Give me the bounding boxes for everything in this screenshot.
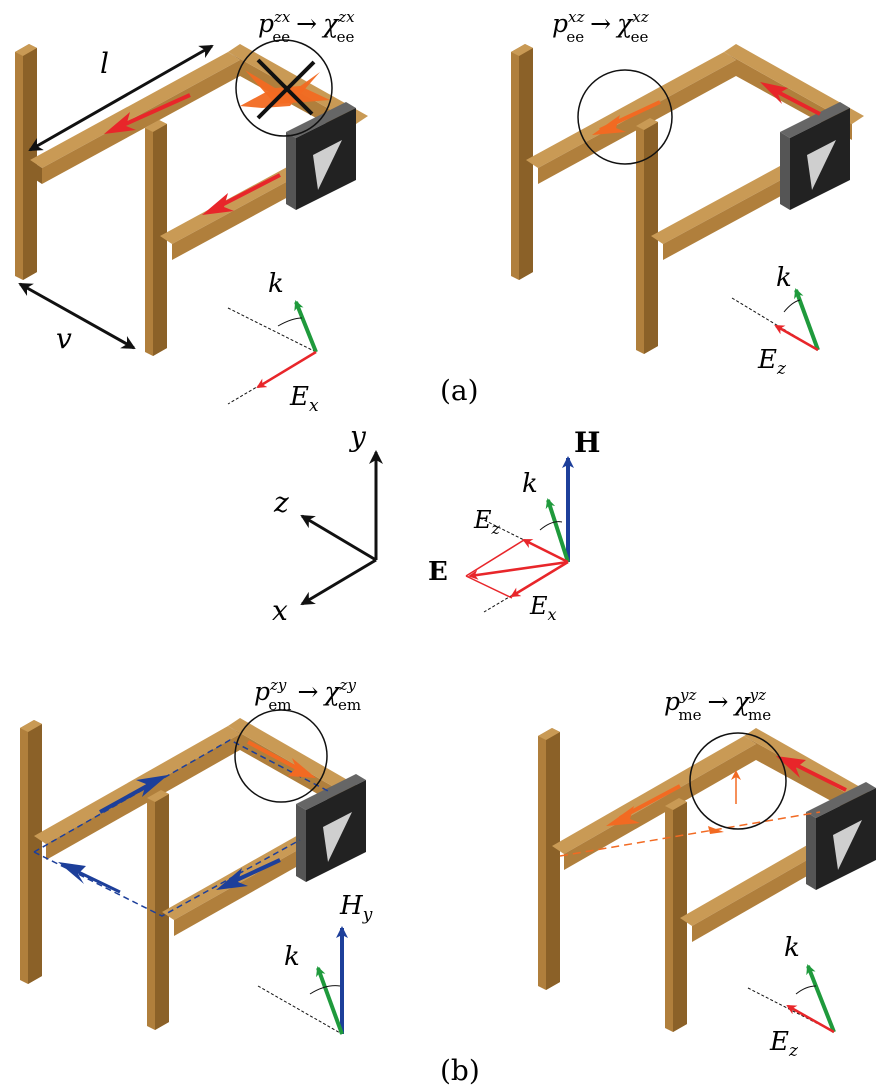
polarization-arrow: [288, 758, 316, 778]
caption-b: (b): [440, 1054, 480, 1087]
label-k: k: [284, 942, 300, 972]
resonator-b-left: [20, 709, 366, 1035]
label-k: k: [784, 933, 800, 963]
coordinate-axes: [300, 450, 383, 606]
k-vector: [294, 300, 318, 353]
axis-x-label: x: [272, 594, 288, 627]
ex-vector: [510, 560, 569, 598]
dimension-v: [18, 282, 136, 350]
resonator-a-right: [511, 44, 864, 354]
label-l: l: [100, 47, 109, 80]
k-vector: [794, 288, 820, 351]
resonator-b-right: [538, 728, 876, 1034]
polarization-arrow: [606, 806, 640, 826]
e-vector: [786, 1004, 835, 1034]
current-arrow: [136, 775, 168, 797]
k-vector: [806, 964, 836, 1033]
field-diagram: [465, 456, 574, 613]
polarization-arrow: [592, 115, 626, 135]
resonator-a-left: [15, 39, 368, 405]
label-ez: Ez: [473, 506, 501, 538]
highlight-circle: [689, 732, 787, 830]
bar-upper: [30, 52, 240, 168]
label-k: k: [776, 263, 792, 293]
highlight-circle: [577, 69, 673, 165]
label-h: H: [574, 426, 600, 459]
label-k: k: [268, 269, 284, 299]
label-h: Hy: [339, 891, 373, 925]
e-vector: [774, 324, 819, 352]
e-vector: [468, 560, 569, 580]
ez-vector: [522, 538, 569, 564]
current-arrow: [776, 756, 806, 778]
label-k: k: [522, 469, 538, 499]
current-arrow: [58, 862, 86, 884]
axis-y-label: y: [348, 420, 367, 453]
label-e: Ez: [769, 1027, 799, 1061]
k-vector: [316, 966, 344, 1035]
cross-mark: [256, 58, 314, 116]
highlight-circle: [235, 39, 333, 137]
caption-a: (a): [440, 374, 479, 407]
dimension-l: [28, 44, 214, 152]
label-e: Ex: [289, 382, 319, 416]
label-e: Ez: [757, 345, 787, 379]
current-arrow: [216, 868, 248, 890]
k-vector: [545, 498, 570, 563]
e-vector: [256, 350, 317, 389]
label-e: E: [428, 557, 448, 587]
axis-z-label: z: [273, 486, 289, 519]
highlight-circle: [234, 709, 328, 803]
label-ex: Ex: [529, 592, 557, 624]
cross-mark: [256, 60, 316, 120]
label-v: v: [56, 322, 72, 355]
